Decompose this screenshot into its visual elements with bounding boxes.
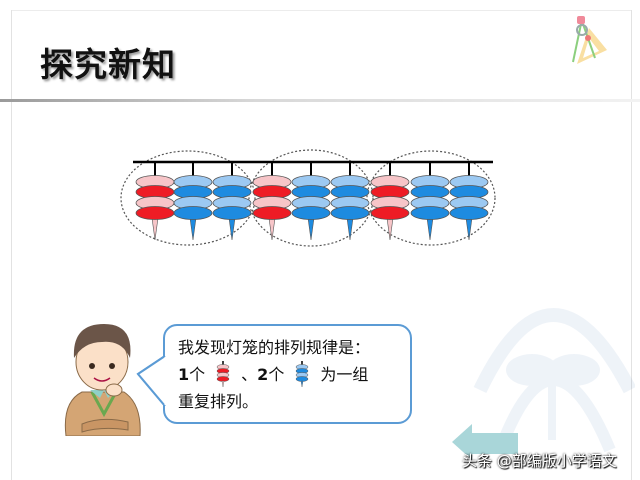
compass-ruler-icon [572, 16, 607, 64]
boy-thinking-icon [62, 318, 144, 437]
bubble-line-2: 1 个 、 2 个 为一组 [178, 361, 370, 388]
blue-lantern [173, 162, 213, 241]
blue-lantern [291, 162, 331, 241]
separator: 、 [241, 365, 258, 384]
slide-frame-left [11, 10, 12, 480]
credit-watermark: 头条 @部编版小学语文 [462, 452, 617, 470]
blue-lantern-icon [296, 361, 309, 388]
blue-lantern [449, 162, 489, 241]
unit-blue: 个 [268, 365, 285, 384]
slide-frame-right [631, 10, 632, 480]
count-blue: 2 [257, 365, 269, 384]
back-arrow-icon[interactable] [450, 424, 520, 460]
slide-frame-top [11, 10, 631, 11]
bubble-line-3: 重复排列。 [178, 392, 259, 411]
red-lantern [135, 162, 175, 241]
red-lantern [370, 162, 410, 241]
slide-title: 探究新知 [40, 45, 176, 84]
group-ellipse-1 [120, 150, 256, 246]
blue-lantern [410, 162, 450, 241]
speech-bubble-tail-overlay [136, 355, 168, 407]
blue-lantern [212, 162, 252, 241]
sprout-emblem-icon [473, 308, 635, 453]
count-red: 1 [178, 365, 190, 384]
blue-lantern [330, 162, 370, 241]
title-divider [0, 99, 640, 102]
group-ellipse-2 [248, 149, 374, 247]
speech-bubble-text: 我发现灯笼的排列规律是： 1 个 、 2 个 为一组 重复排列。 [178, 334, 370, 415]
unit-red: 个 [189, 365, 206, 384]
group-ellipse-3 [366, 150, 496, 246]
group-text: 为一组 [320, 365, 369, 384]
speech-bubble [163, 324, 412, 424]
red-lantern-icon [216, 361, 230, 388]
bubble-line-1: 我发现灯笼的排列规律是： [178, 338, 371, 357]
red-lantern [252, 162, 292, 241]
